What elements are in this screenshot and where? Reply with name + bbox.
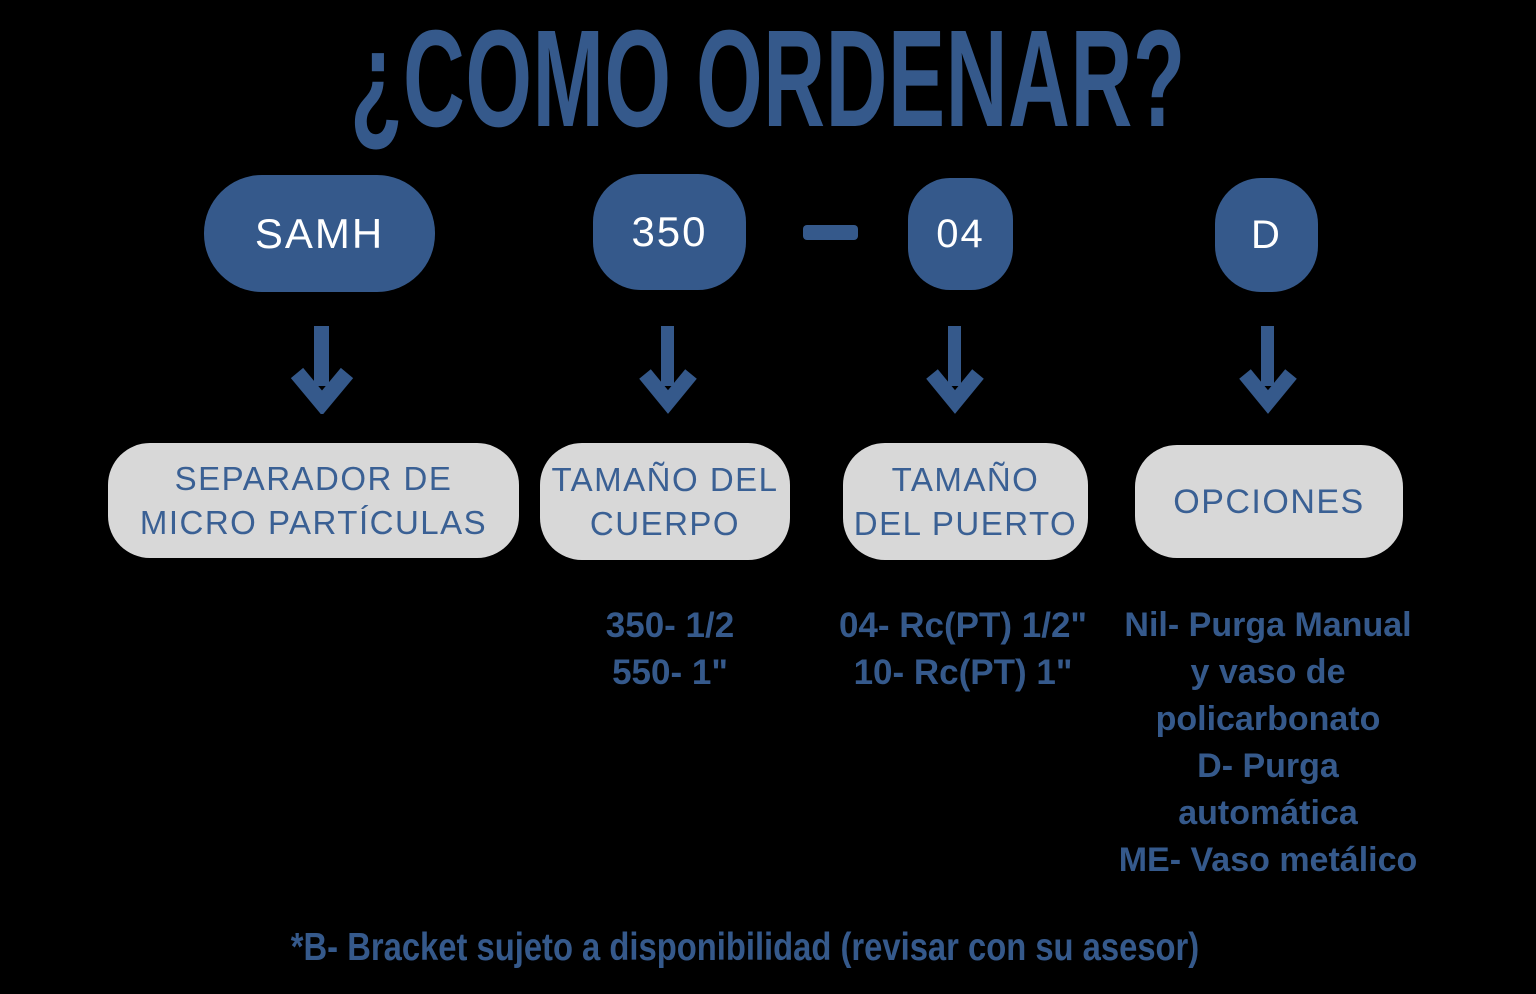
category-box-separador: SEPARADOR DE MICRO PARTÍCULAS — [108, 443, 519, 558]
body-size-list: 350- 1/2 550- 1" — [535, 602, 805, 696]
code-pill-body-size: 350 — [593, 174, 746, 290]
down-arrow-icon — [639, 326, 697, 414]
options-item-line: Nil- Purga Manual — [1124, 606, 1412, 644]
port-size-list: 04- Rc(PT) 1/2" 10- Rc(PT) 1" — [818, 602, 1108, 696]
category-box-port-size: TAMAÑO DEL PUERTO — [843, 443, 1088, 560]
code-pill-samh: SAMH — [204, 175, 435, 292]
body-size-item: 550- 1" — [612, 653, 728, 692]
down-arrow-icon — [290, 326, 354, 414]
down-arrow-icon — [926, 326, 984, 414]
code-pill-option-label: D — [1251, 212, 1282, 257]
options-list: Nil- Purga Manual y vaso de policarbonat… — [1098, 602, 1438, 884]
category-box-options: OPCIONES — [1135, 445, 1403, 558]
port-size-item: 04- Rc(PT) 1/2" — [838, 606, 1088, 645]
code-pill-option: D — [1215, 178, 1318, 292]
category-box-separador-line2: MICRO PARTÍCULAS — [139, 503, 488, 541]
bracket-footnote: *B- Bracket sujeto a disponibilidad (rev… — [290, 926, 1200, 969]
port-size-item: 10- Rc(PT) 1" — [853, 653, 1073, 692]
code-pill-samh-label: SAMH — [254, 209, 385, 257]
category-box-body-size-line1: TAMAÑO DEL — [551, 460, 779, 498]
body-size-item: 350- 1/2 — [605, 606, 735, 645]
code-dash-separator — [803, 225, 858, 240]
code-pill-port-size: 04 — [908, 178, 1013, 290]
category-box-port-size-line1: TAMAÑO — [891, 460, 1040, 498]
category-box-port-size-line2: DEL PUERTO — [853, 504, 1078, 542]
down-arrow-icon — [1239, 326, 1297, 414]
options-item-line: policarbonato — [1155, 700, 1381, 738]
options-item-line: y vaso de — [1190, 653, 1346, 691]
page-title: ¿COMO ORDENAR? — [350, 2, 1186, 156]
options-item-line: D- Purga — [1197, 747, 1339, 785]
options-item-line: ME- Vaso metálico — [1118, 841, 1418, 879]
category-box-separador-line1: SEPARADOR DE — [174, 459, 453, 497]
code-pill-body-size-label: 350 — [631, 208, 708, 255]
code-pill-port-size-label: 04 — [936, 211, 985, 256]
options-item-line: automática — [1178, 794, 1358, 832]
category-box-body-size-line2: CUERPO — [589, 504, 741, 542]
category-box-body-size: TAMAÑO DEL CUERPO — [540, 443, 790, 560]
category-box-options-line1: OPCIONES — [1173, 482, 1365, 521]
